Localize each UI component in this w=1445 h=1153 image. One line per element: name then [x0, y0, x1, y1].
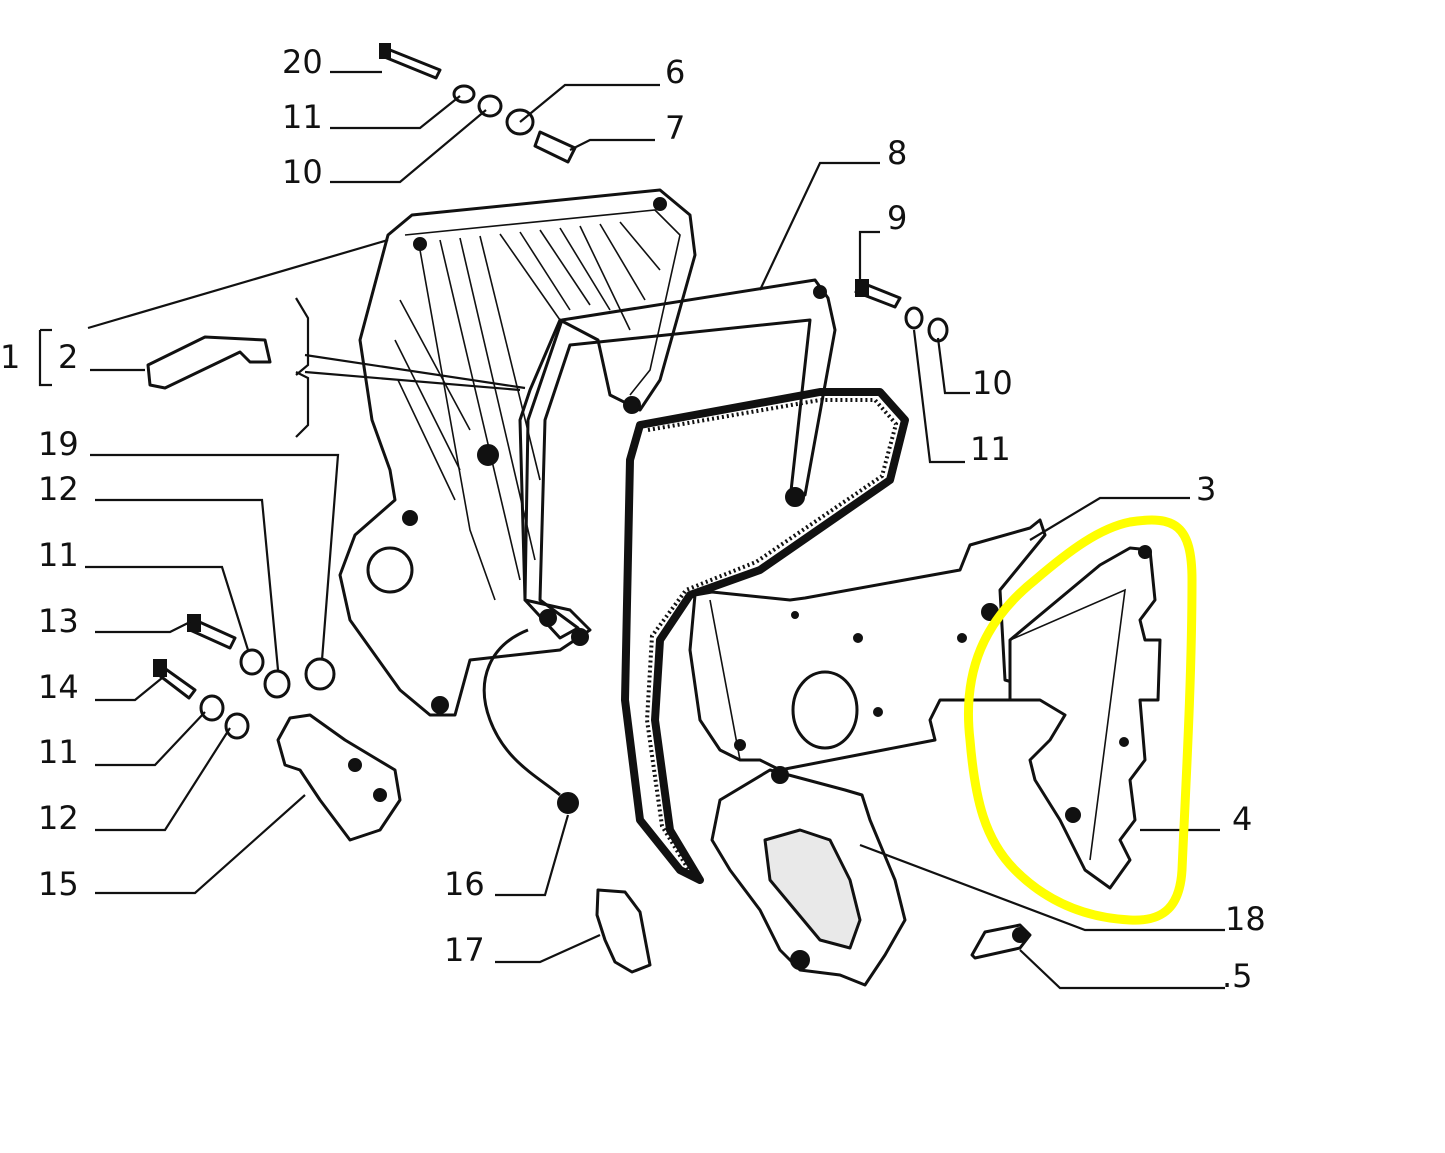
label-11-top: 11 — [282, 98, 323, 136]
highlight-outline — [963, 515, 1197, 925]
bolt-part9 — [854, 279, 902, 309]
washer-part11-right — [904, 306, 924, 330]
bolt-part14 — [153, 659, 197, 700]
sleeve-part7 — [533, 130, 577, 164]
label-9: 9 — [887, 199, 907, 237]
label-3: 3 — [1196, 470, 1216, 508]
label-11-low: 11 — [38, 733, 79, 771]
label-6: 6 — [665, 53, 685, 91]
label-4: 4 — [1232, 800, 1252, 838]
washer-part10-right — [927, 317, 949, 343]
side-cover-part4 — [1008, 545, 1162, 890]
label-14: 14 — [38, 668, 79, 706]
washer-part11-b — [199, 694, 225, 722]
label-12-top: 12 — [38, 470, 79, 508]
label-11-mid: 11 — [38, 536, 79, 574]
plate-part5 — [970, 923, 1032, 960]
label-12-low: 12 — [38, 799, 79, 837]
label-7: 7 — [665, 109, 685, 147]
rear-timing-cover — [338, 188, 697, 717]
bolt-part13 — [187, 614, 237, 650]
label-11-right: 11 — [970, 430, 1011, 468]
bracket-part2 — [146, 335, 272, 390]
label-15: 15 — [38, 865, 79, 903]
label-8: 8 — [887, 134, 907, 172]
label-18: 18 — [1225, 900, 1266, 938]
washer-part12-b — [224, 712, 250, 740]
tensioner-arm-part16 — [482, 628, 579, 814]
washer-part12-a — [263, 669, 291, 699]
label-10-top: 10 — [282, 153, 323, 191]
label-17: 17 — [444, 931, 485, 969]
timing-cover-plate — [688, 518, 1047, 772]
label-20: 20 — [282, 43, 323, 81]
cover-gasket — [523, 278, 837, 646]
part-labels: 20 11 10 6 7 8 9 10 11 3 4 18 .5 1 2 19 … — [0, 43, 1266, 995]
label-5: .5 — [1222, 957, 1253, 995]
bolt-part20 — [379, 43, 442, 80]
washer-part11-a — [239, 648, 265, 676]
label-1: 1 — [0, 338, 20, 376]
timing-belt — [621, 388, 909, 884]
lower-cover — [710, 766, 907, 987]
clip-part17 — [595, 888, 652, 974]
label-10-right: 10 — [972, 364, 1013, 402]
cover-ribs — [394, 221, 661, 581]
label-19: 19 — [38, 425, 79, 463]
label-13: 13 — [38, 602, 79, 640]
label-16: 16 — [444, 865, 485, 903]
label-2: 2 — [58, 338, 78, 376]
washer-part19 — [304, 657, 336, 691]
bracket-part15 — [276, 713, 402, 842]
